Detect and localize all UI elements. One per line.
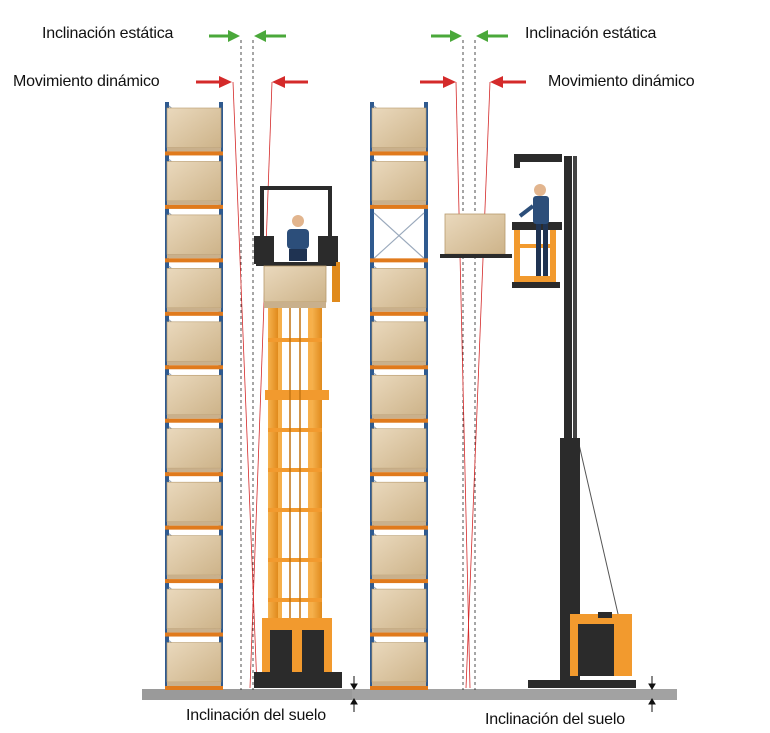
label-left-dynamic-movement: Movimiento dinámico [13,73,160,90]
operator-icon-right [518,184,549,276]
static-arrow-icon-left-a [209,30,240,42]
rack-beam [370,686,428,690]
pallet [167,628,221,633]
operator-icon-left [287,215,309,261]
static-arrow-icon-left-b [254,30,286,42]
rack-beam [370,258,428,263]
pallet [372,575,426,580]
rack-beam [165,311,223,316]
rack-beam [370,204,428,209]
dynamic-arrow-icon-left-b [272,76,308,88]
rack-beam [370,365,428,370]
rack-beam [370,151,428,156]
pallet [372,361,426,366]
label-right-static-tilt: Inclinación estática [525,25,657,42]
pallet-box [371,428,427,469]
pallet-box [371,642,427,683]
label-left-floor-tilt: Inclinación del suelo [186,707,326,724]
rack-beam [165,258,223,263]
pallet [167,200,221,205]
pallet [167,682,221,686]
rack-beam [165,632,223,637]
pallet [372,307,426,312]
pallet-box [166,588,222,629]
label-left-static-tilt: Inclinación estática [42,25,174,42]
pallet [372,414,426,419]
pallet [372,147,426,152]
rack-brace [373,212,425,259]
pallet-box [371,268,427,309]
pallet-box [166,428,222,469]
pallet [167,147,221,152]
pallet [372,200,426,205]
rack-beam [370,418,428,423]
label-right-dynamic-movement: Movimiento dinámico [548,73,695,90]
pallet-box [166,535,222,576]
rack-beam [165,579,223,584]
floor-left [142,689,352,700]
rack-beam [165,686,223,690]
pallet [167,575,221,580]
rack-beam [370,311,428,316]
pallet-box [371,161,427,202]
pallet-box [166,321,222,362]
dynamic-arrow-icon-right-a [420,76,456,88]
pallet-box [166,268,222,309]
pallet-box [371,481,427,522]
left-forklift [254,186,342,688]
rack-left [165,102,223,690]
pallet-box [371,535,427,576]
pallet-box [371,588,427,629]
pallet [167,521,221,526]
pallet-box [166,107,222,148]
rack-beam [370,632,428,637]
pallet-box [166,481,222,522]
static-arrow-icon-right-b [476,30,508,42]
rack-beam [370,472,428,477]
pallet-box [166,374,222,416]
pallet [372,468,426,473]
pallet [167,307,221,312]
pallet [167,414,221,419]
pallet [372,521,426,526]
rack-beam [165,365,223,370]
rack-beam [370,525,428,530]
pallet-box [166,642,222,683]
pallet [167,254,221,259]
pallet-box [371,374,427,416]
dynamic-arrow-icon-right-b [490,76,526,88]
floor-tilt-marker-icon-left [350,676,358,712]
dynamic-arrow-icon-left-a [196,76,232,88]
rack-beam [370,579,428,584]
rack-beam [165,151,223,156]
rack-beam [165,525,223,530]
pallet-box [166,161,222,202]
rack-right [370,102,428,690]
rack-beam [165,204,223,209]
pallet [167,468,221,473]
pallet [372,682,426,686]
pallet-box [371,321,427,362]
label-right-floor-tilt: Inclinación del suelo [485,711,625,728]
rack-beam [165,472,223,477]
floor-tilt-marker-icon-right [648,676,656,712]
rack-beam [165,418,223,423]
pallet [167,361,221,366]
pallet-box [166,214,222,255]
right-order-picker [440,154,636,688]
reference-lines [232,40,491,690]
pallet [372,628,426,633]
pallet-box [371,107,427,148]
static-arrow-icon-right-a [431,30,462,42]
floor-right [352,689,677,700]
